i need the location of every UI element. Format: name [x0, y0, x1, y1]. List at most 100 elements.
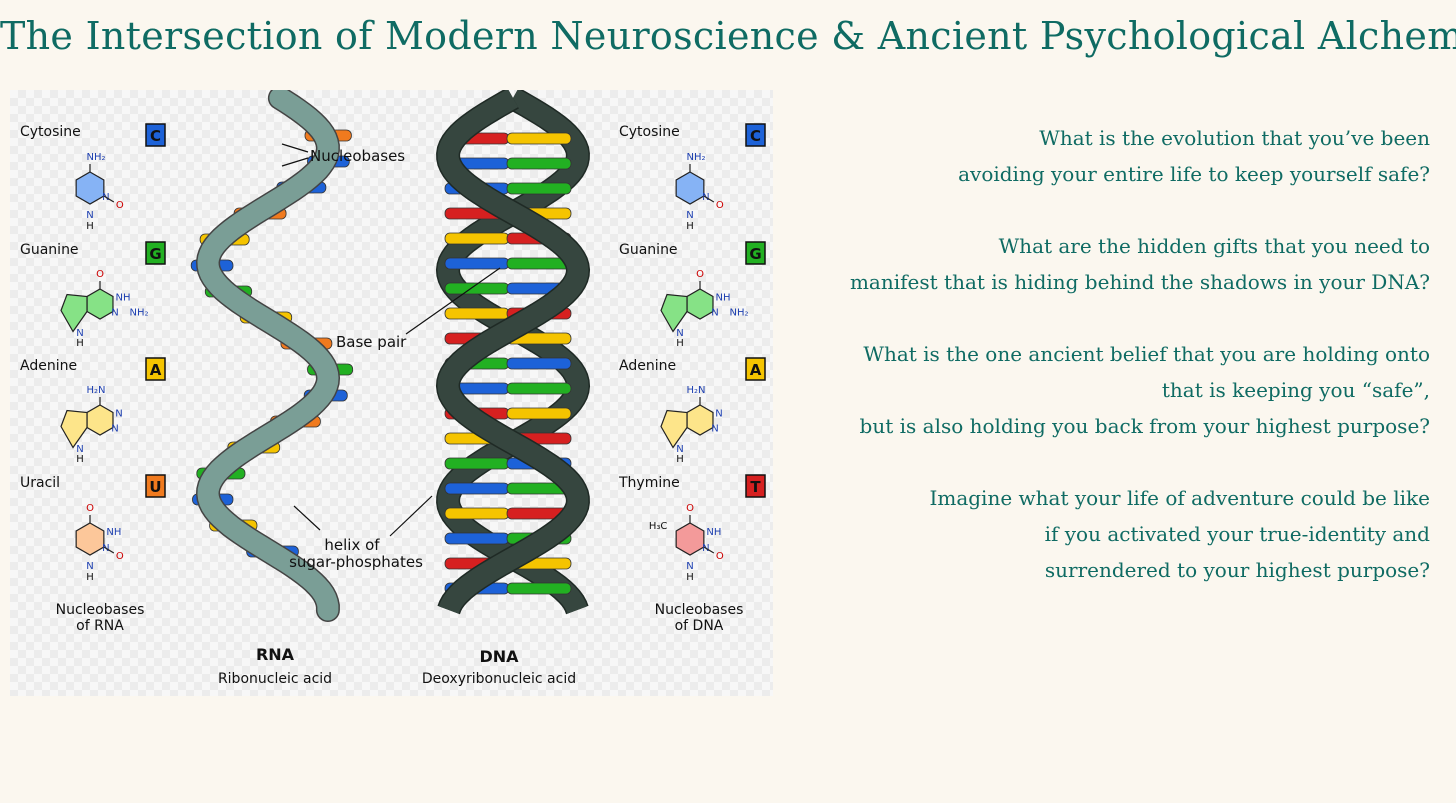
question-line: manifest that is hiding behind the shado… — [849, 270, 1430, 294]
atom-n-label: N — [76, 444, 83, 455]
dna-nucleobase — [506, 407, 572, 420]
base-letter: G — [749, 245, 761, 263]
base-letter: C — [750, 127, 761, 145]
thymine-ring — [675, 522, 705, 556]
question-line: that is keeping you “safe”, — [1161, 378, 1430, 402]
question-block-2: What are the hidden gifts that you need … — [800, 228, 1430, 300]
nucleobases-annotation: Nucleobases — [310, 147, 405, 165]
amine-label: NH₂ — [686, 152, 705, 163]
question-line: Imagine what your life of adventure coul… — [929, 486, 1430, 510]
atom-h-label: H — [676, 338, 684, 349]
nucleobases-footer: Nucleobases — [655, 602, 744, 618]
atom-n-label: N — [715, 409, 722, 420]
atom-h-label: H — [676, 454, 684, 465]
dna-nucleobase — [444, 482, 510, 495]
atom-o-label: O — [696, 269, 704, 280]
base-name-label: Uracil — [20, 475, 60, 491]
dna-nucleobase — [506, 357, 572, 370]
guanine-ring6 — [86, 288, 114, 320]
dna-nucleobase — [444, 507, 510, 520]
bond-line — [103, 546, 115, 554]
base-name-label: Cytosine — [619, 124, 680, 140]
annotation-arrow — [281, 157, 309, 167]
diagram-canvas: CytosineCNNHONH₂GuanineGNHNONHNH₂Adenine… — [20, 90, 766, 687]
annotation-arrow — [405, 267, 501, 335]
atom-h-label: H — [686, 572, 694, 583]
amine-label: NH₂ — [129, 308, 148, 319]
atom-n-label: N — [115, 409, 122, 420]
adenine-ring6 — [86, 404, 114, 436]
atom-n-label: N — [111, 424, 118, 435]
atom-n-label: N — [76, 328, 83, 339]
base-letter-badge — [145, 123, 166, 147]
question-block-1: What is the evolution that you’ve been a… — [800, 120, 1430, 192]
bond-line — [703, 195, 715, 203]
annotation-arrow — [281, 143, 309, 153]
base-letter-badge — [745, 357, 766, 381]
atom-h-label: H — [86, 221, 94, 232]
dna-subtitle: Deoxyribonucleic acid — [422, 671, 576, 687]
dna-nucleobase — [506, 132, 572, 145]
dna-nucleobase — [506, 382, 572, 395]
question-line: if you activated your true-identity and — [1044, 522, 1430, 546]
base-letter: A — [750, 361, 762, 379]
atom-nh-label: NH — [715, 293, 730, 304]
dna-nucleobase — [506, 157, 572, 170]
atom-nh-label: NH — [106, 527, 121, 538]
dna-nucleobase — [506, 182, 572, 195]
methyl-label: H₃C — [649, 521, 668, 532]
atom-h-label: H — [86, 572, 94, 583]
base-letter-badge — [745, 123, 766, 147]
uracil-molecule-icon: NNHOONH — [75, 503, 124, 583]
atom-n-label: N — [676, 444, 683, 455]
amine-label: NH₂ — [729, 308, 748, 319]
cytosine-molecule-icon: NNHONH₂ — [675, 152, 724, 232]
question-line: What are the hidden gifts that you need … — [998, 234, 1430, 258]
question-line: What is the evolution that you’ve been — [1039, 126, 1430, 150]
cytosine-ring — [675, 171, 705, 205]
base-pair-annotation: Base pair — [336, 333, 407, 351]
guanine-ring5 — [660, 293, 688, 333]
helix-annotation: helix of — [324, 536, 380, 554]
adenine-ring5 — [660, 409, 688, 449]
rna-sugar-phosphate-backbone — [197, 90, 339, 621]
question-line: but is also holding you back from your h… — [859, 414, 1430, 438]
atom-n-label: N — [676, 328, 683, 339]
base-letter: T — [750, 478, 761, 496]
atom-o-label: O — [686, 503, 694, 514]
annotation-arrow — [293, 505, 321, 531]
atom-n-label: N — [86, 561, 93, 572]
atom-n-label: N — [711, 424, 718, 435]
nucleobases-footer: of RNA — [76, 618, 124, 634]
rna-dna-diagram: CytosineCNNHONH₂GuanineGNHNONHNH₂Adenine… — [10, 90, 773, 696]
base-letter-badge — [145, 474, 166, 498]
dna-nucleobase — [444, 532, 510, 545]
nucleobases-footer: of DNA — [675, 618, 724, 634]
amine-label: NH₂ — [86, 152, 105, 163]
base-name-label: Adenine — [619, 358, 676, 374]
questions-panel: What is the evolution that you’ve been a… — [800, 120, 1430, 624]
dna-helix — [435, 90, 591, 615]
uracil-ring — [75, 522, 105, 556]
dna-nucleobase — [506, 582, 572, 595]
cytosine-ring — [75, 171, 105, 205]
annotation-arrow — [389, 495, 433, 537]
atom-o-label: O — [96, 269, 104, 280]
base-letter-badge — [745, 474, 766, 498]
atom-n-label: N — [86, 210, 93, 221]
base-letter-badge — [145, 357, 166, 381]
atom-nh-label: NH — [706, 527, 721, 538]
question-line: avoiding your entire life to keep yourse… — [958, 162, 1430, 186]
atom-o-label: O — [116, 551, 124, 562]
atom-n-label: N — [711, 308, 718, 319]
base-name-label: Guanine — [619, 242, 678, 258]
atom-n-label: N — [111, 308, 118, 319]
atom-o-label: O — [86, 503, 94, 514]
dna-nucleobase — [444, 307, 510, 320]
bond-line — [703, 546, 715, 554]
atom-o-label: O — [716, 551, 724, 562]
